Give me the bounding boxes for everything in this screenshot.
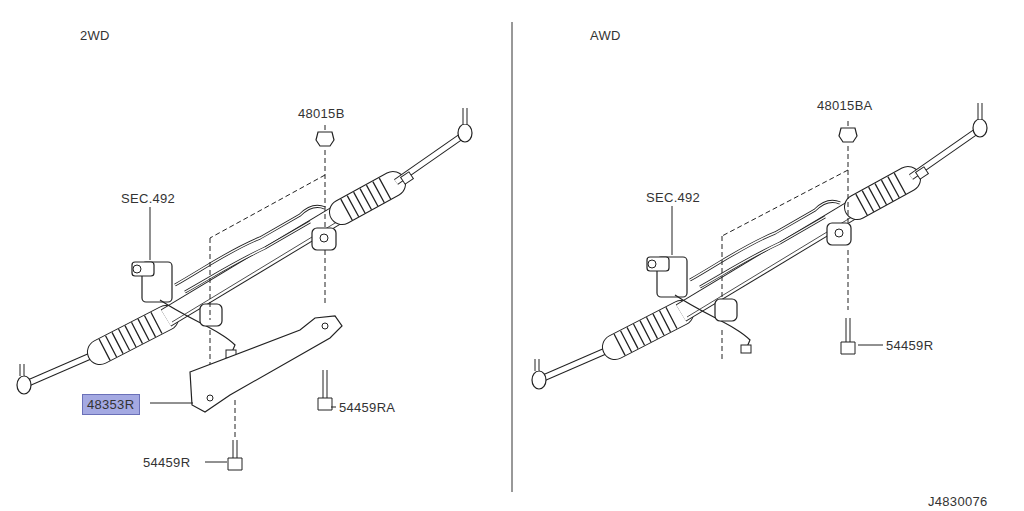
part-number: SEC.492 [121,191,175,206]
part-number: 54459R [886,338,933,353]
variant-heading: 2WD [80,28,110,43]
part-number: SEC.492 [646,190,700,205]
highlighted-part-box: 48353R [82,394,140,415]
part-number: 48353R [87,397,135,412]
part-number: 48015B [298,106,345,121]
part-number: 54459R [143,455,190,470]
variant-heading: AWD [590,28,621,43]
part-number: 54459RA [339,400,395,415]
diagram-code: J4830076 [928,494,988,509]
part-number: 48015BA [817,98,873,113]
